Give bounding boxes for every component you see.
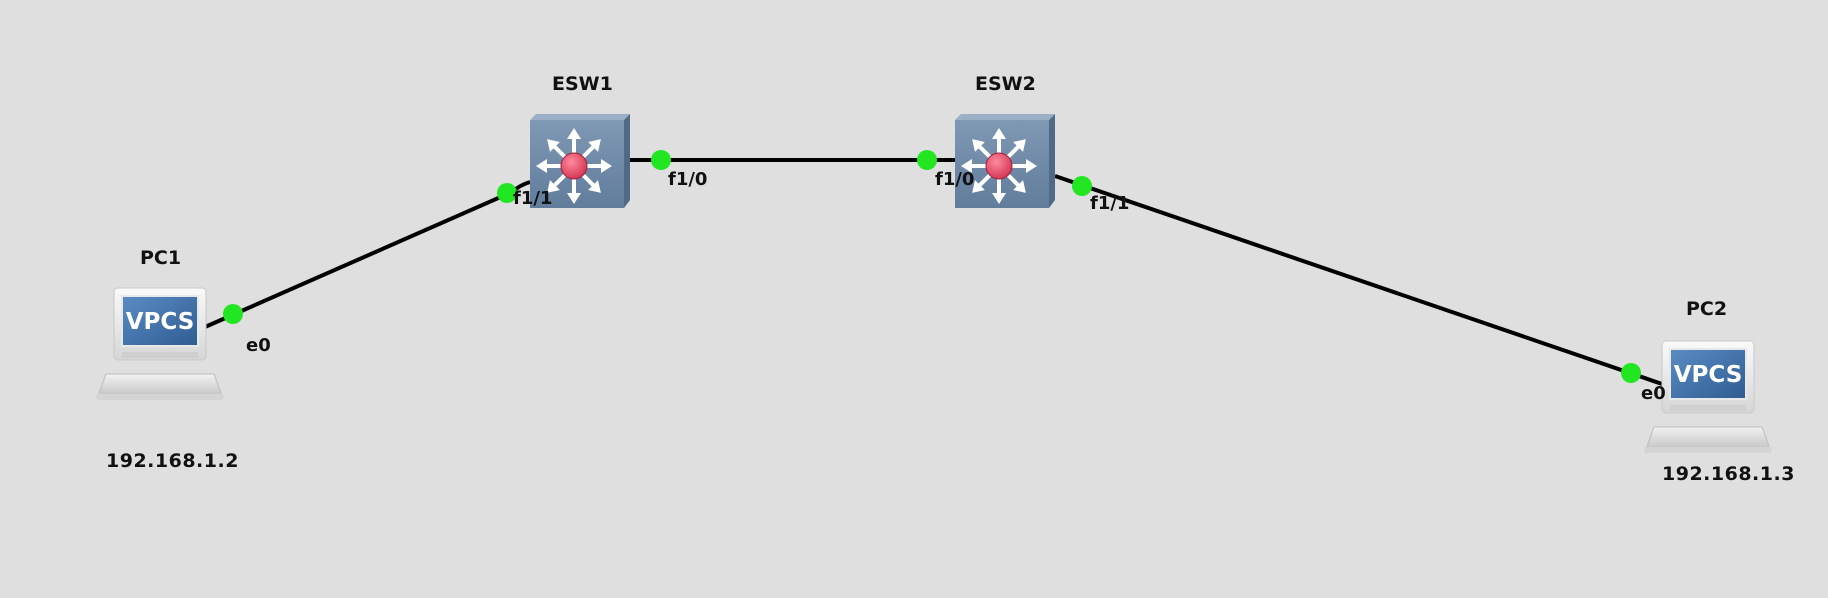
links — [204, 158, 1666, 387]
port-label-pc1-e0: e0 — [246, 335, 271, 356]
link-status-up-icon — [1621, 363, 1641, 383]
port-label-esw2-f1-0: f1/0 — [935, 169, 975, 190]
node-label-esw1: ESW1 — [552, 73, 613, 95]
node-label-pc2: PC2 — [1686, 298, 1728, 320]
switch-arrows-icon — [534, 126, 614, 206]
ip-label-pc2: 192.168.1.3 — [1662, 463, 1795, 485]
link-status-up-icon — [497, 183, 517, 203]
link-status-up-icon — [1072, 176, 1092, 196]
switch-esw2[interactable] — [955, 114, 1055, 208]
ip-label-pc1: 192.168.1.2 — [106, 450, 239, 472]
switch-esw1[interactable] — [530, 114, 630, 208]
port-label-esw1-f1-0: f1/0 — [668, 169, 708, 190]
vpcs-pc2[interactable]: VPCS — [1644, 340, 1772, 453]
link-esw2-pc2[interactable] — [1054, 174, 1666, 387]
port-label-pc2-e0: e0 — [1641, 383, 1666, 404]
node-label-esw2: ESW2 — [975, 73, 1036, 95]
port-label-esw2-f1-1: f1/1 — [1090, 193, 1130, 214]
vpcs-screen-label: VPCS — [1674, 362, 1743, 388]
switch-arrows-icon — [959, 126, 1039, 206]
node-label-pc1: PC1 — [140, 247, 182, 269]
link-status-up-icon — [917, 150, 937, 170]
vpcs-pc1[interactable]: VPCS — [96, 287, 224, 400]
link-status-indicators — [223, 150, 1641, 383]
link-status-up-icon — [651, 150, 671, 170]
vpcs-screen-label: VPCS — [126, 309, 195, 335]
link-status-up-icon — [223, 304, 243, 324]
link-pc1-esw1[interactable] — [204, 180, 531, 329]
port-label-esw1-f1-1: f1/1 — [513, 188, 553, 209]
